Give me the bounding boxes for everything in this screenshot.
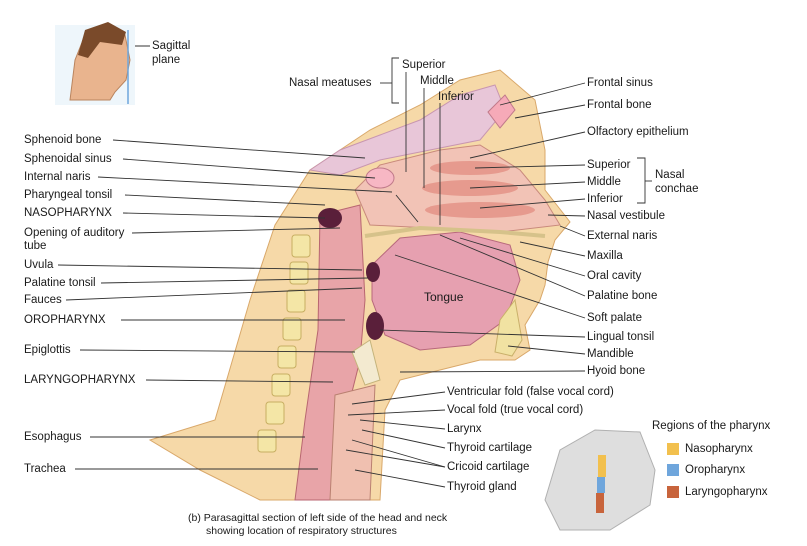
label-sphenoidal-sinus: Sphenoidal sinus: [24, 153, 112, 165]
label-oropharynx: OROPHARYNX: [24, 314, 106, 326]
sphenoidal-sinus: [365, 167, 395, 189]
label-nasal-conchae-1: Nasal: [655, 169, 685, 181]
label-uvula: Uvula: [24, 259, 54, 271]
legend-item-nasopharynx: Nasopharynx: [667, 443, 753, 455]
label-oral-cavity: Oral cavity: [587, 270, 642, 282]
mandible-bone: [494, 298, 523, 357]
legend-title: Regions of the pharynx: [652, 420, 771, 432]
label-pharyngeal-tonsil: Pharyngeal tonsil: [24, 189, 113, 201]
label-nasal-vestibule: Nasal vestibule: [587, 210, 665, 222]
label-auditory-tube-1: Opening of auditory: [24, 227, 125, 239]
epiglottis-shape: [351, 339, 381, 386]
pharynx-regions-inset: [544, 429, 656, 531]
label-hyoid-bone: Hyoid bone: [587, 365, 646, 377]
caption-line-1: (b) Parasagittal section of left side of…: [188, 512, 448, 524]
label-external-naris: External naris: [587, 230, 658, 242]
label-palatine-tonsil: Palatine tonsil: [24, 277, 96, 289]
superior-concha: [430, 161, 510, 175]
label-inferior-meatus: Inferior: [438, 91, 474, 103]
head-inset-illustration: [55, 22, 135, 105]
caption-line-2: showing location of respiratory structur…: [206, 525, 397, 537]
nasopharynx-opening: [318, 208, 342, 228]
label-sagittal-plane-2: plane: [152, 54, 181, 66]
label-sagittal-plane-1: Sagittal: [152, 40, 191, 52]
label-palatine-bone: Palatine bone: [587, 290, 658, 302]
label-frontal-bone: Frontal bone: [587, 99, 652, 111]
legend-item-laryngopharynx: Laryngopharynx: [667, 486, 767, 498]
label-thyroid-cartilage: Thyroid cartilage: [447, 442, 533, 454]
legend-swatch-laryngopharynx: [667, 486, 679, 498]
label-mandible: Mandible: [587, 348, 634, 360]
cranium: [308, 84, 506, 176]
label-cricoid-cartilage: Cricoid cartilage: [447, 461, 530, 473]
label-larynx: Larynx: [447, 423, 482, 435]
label-nasal-conchae-2: conchae: [655, 183, 699, 195]
label-superior-meatus: Superior: [402, 59, 446, 71]
legend-label-oropharynx: Oropharynx: [685, 464, 746, 476]
label-nasal-meatuses: Nasal meatuses: [289, 77, 372, 89]
label-middle-concha: Middle: [587, 176, 621, 188]
label-olfactory-epithelium: Olfactory epithelium: [587, 126, 689, 138]
label-thyroid-gland: Thyroid gland: [447, 481, 517, 493]
label-nasopharynx: NASOPHARYNX: [24, 207, 112, 219]
label-trachea: Trachea: [24, 463, 66, 475]
label-lingual-tonsil: Lingual tonsil: [587, 331, 655, 343]
label-internal-naris: Internal naris: [24, 171, 91, 183]
legend-swatch-oropharynx: [667, 464, 679, 476]
label-inferior-concha: Inferior: [587, 193, 623, 205]
lingual-tonsil: [366, 312, 384, 340]
legend-label-nasopharynx: Nasopharynx: [685, 443, 753, 455]
label-superior-concha: Superior: [587, 159, 631, 171]
legend-label-laryngopharynx: Laryngopharynx: [685, 486, 768, 498]
label-esophagus: Esophagus: [24, 431, 82, 443]
palatine-tonsil: [366, 262, 380, 282]
label-middle-meatus: Middle: [420, 75, 454, 87]
leader-lines: [57, 45, 652, 488]
legend-swatch-nasopharynx: [667, 443, 679, 455]
label-tongue: Tongue: [424, 290, 464, 304]
label-laryngopharynx: LARYNGOPHARYNX: [24, 374, 136, 386]
label-auditory-tube-2: tube: [24, 240, 47, 252]
label-fauces: Fauces: [24, 294, 62, 306]
hard-soft-palate: [364, 225, 546, 238]
label-soft-palate: Soft palate: [587, 312, 642, 324]
label-ventricular-fold: Ventricular fold (false vocal cord): [447, 386, 614, 398]
label-maxilla: Maxilla: [587, 250, 623, 262]
label-frontal-sinus: Frontal sinus: [587, 77, 653, 89]
label-sphenoid-bone: Sphenoid bone: [24, 134, 102, 146]
figure-caption: (b) Parasagittal section of left side of…: [188, 512, 447, 538]
legend-item-oropharynx: Oropharynx: [667, 464, 745, 476]
label-epiglottis: Epiglottis: [24, 344, 71, 356]
label-vocal-fold: Vocal fold (true vocal cord): [447, 404, 584, 416]
